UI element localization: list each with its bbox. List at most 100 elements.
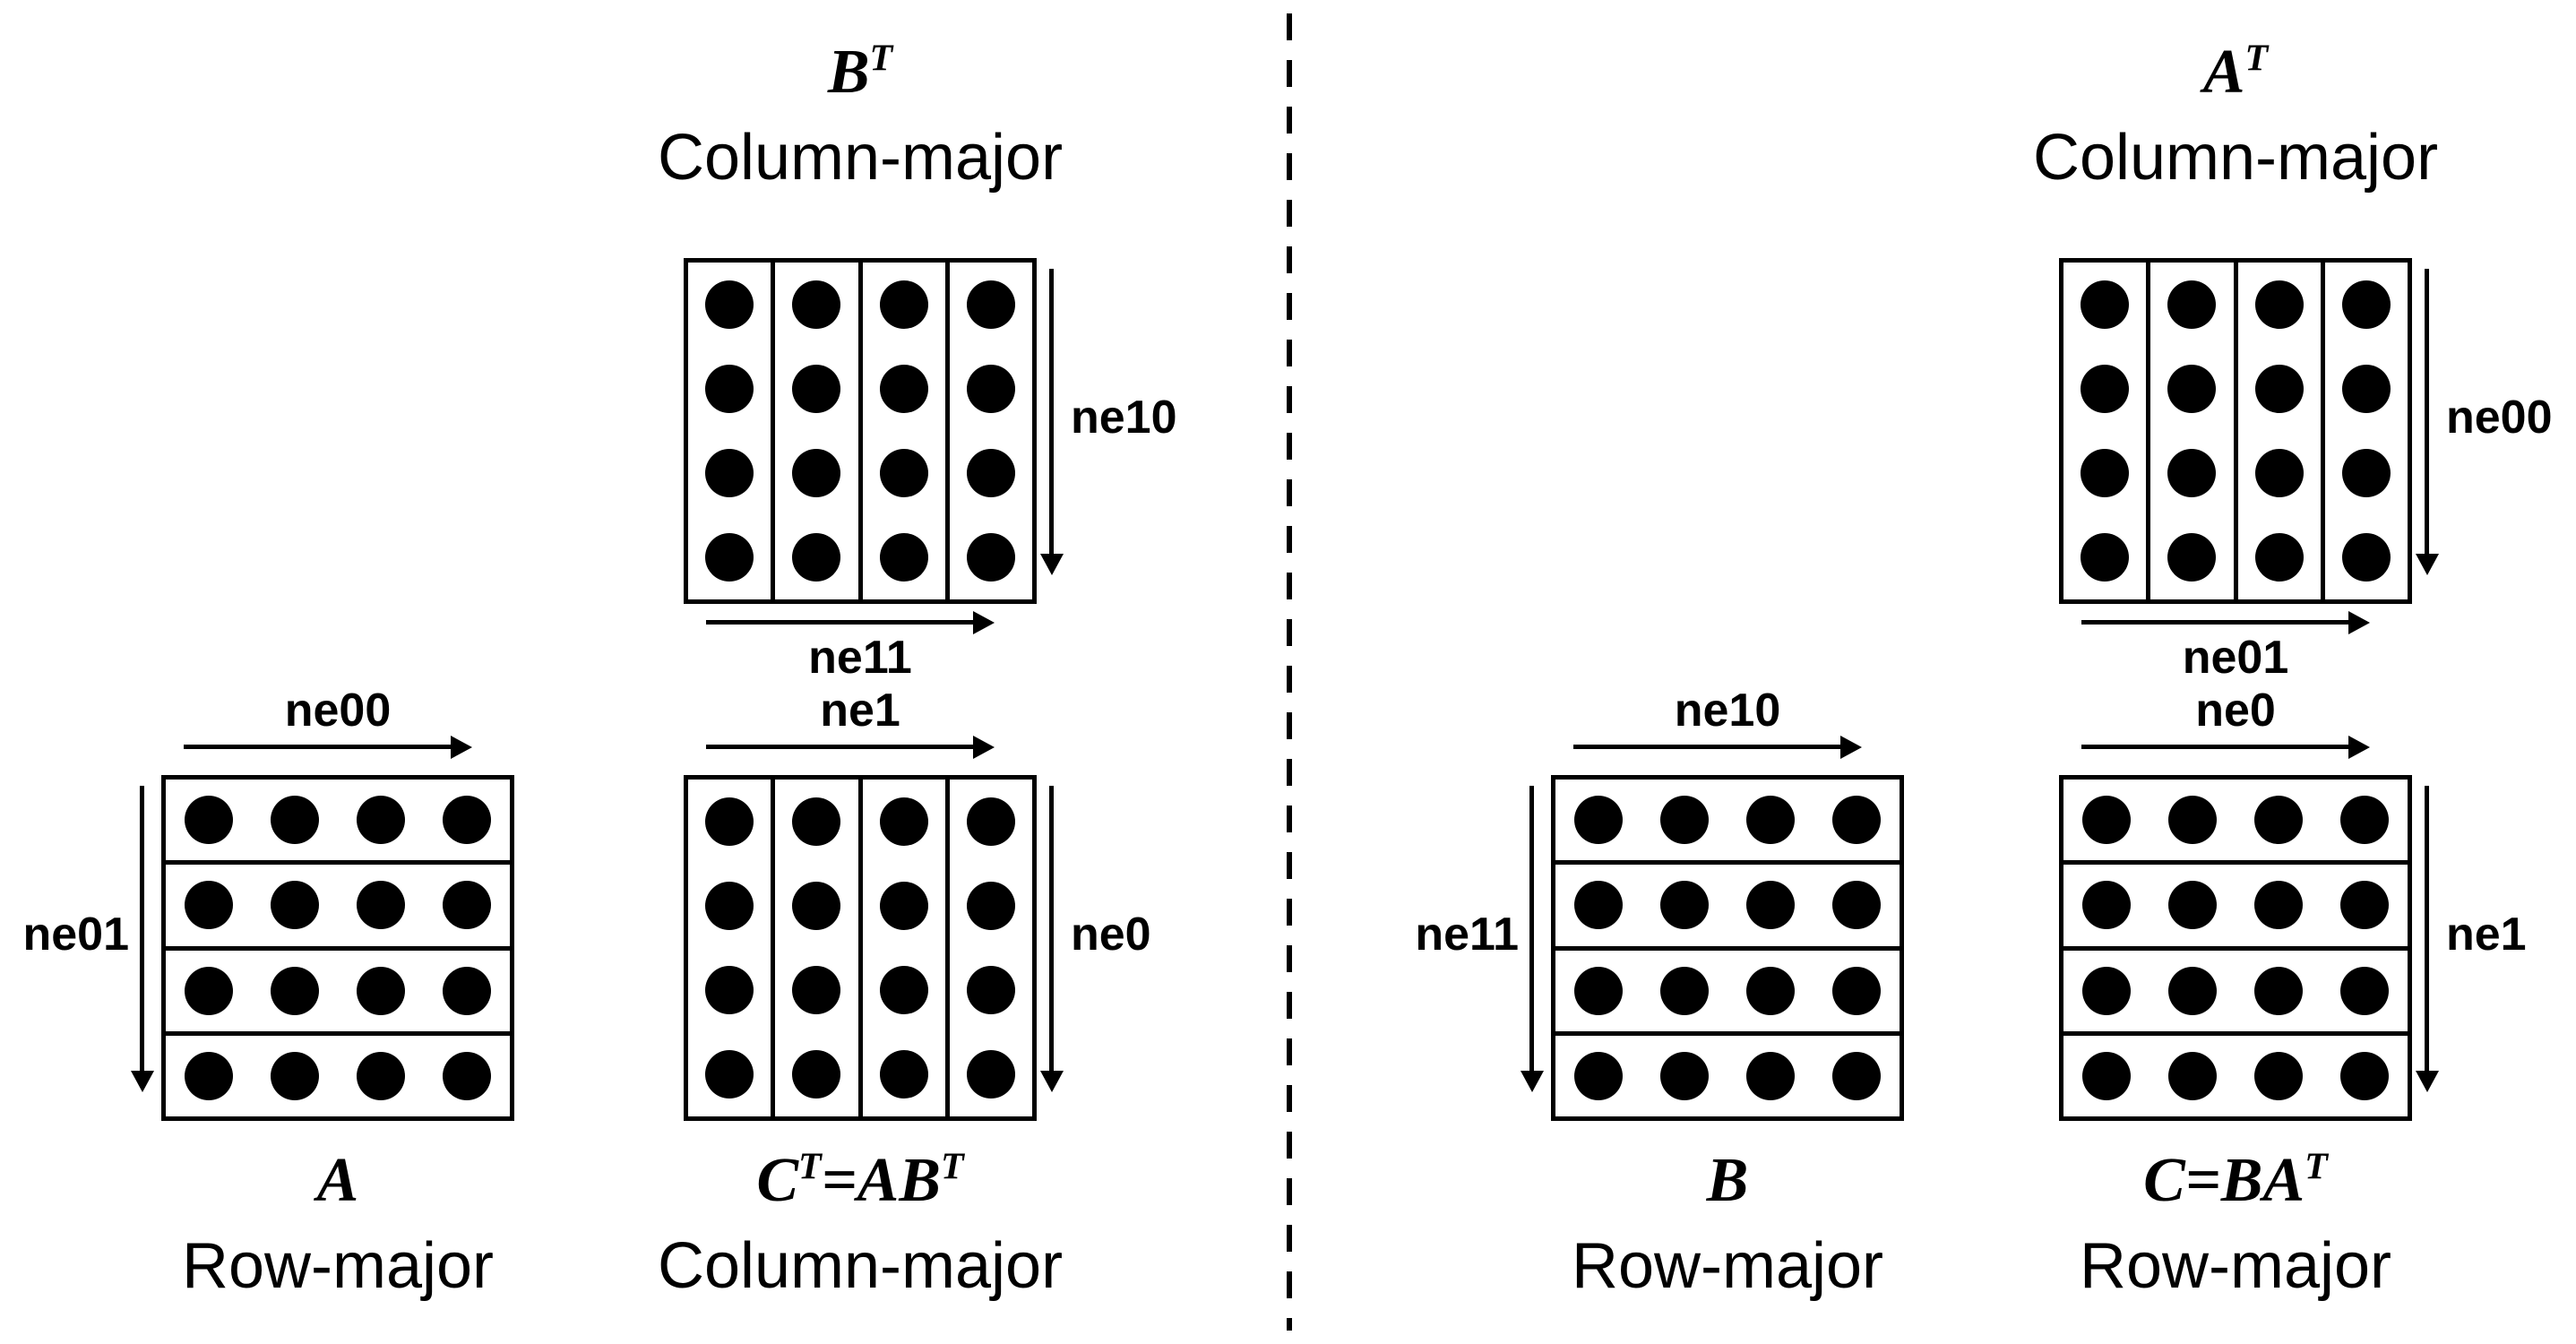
matrix-element-dot	[2167, 449, 2217, 497]
matrix-strip	[2063, 1030, 2408, 1116]
matrix-element-dot	[2082, 881, 2131, 930]
memory-layout-label: Column-major	[657, 1230, 1064, 1302]
memory-layout-label: Row-major	[1571, 1230, 1884, 1302]
matrix-element-dot	[1574, 1051, 1623, 1100]
matrix-element-dot	[185, 881, 233, 930]
matrix-b: ne10 ne11 B Row-major	[1415, 685, 1904, 1302]
matrix-element-dot	[1746, 1051, 1795, 1100]
matrix-strip	[166, 860, 510, 945]
matrix-strip	[1555, 780, 1900, 860]
matrix-b-transpose: BT Column-major ne10 ne11	[658, 38, 1177, 683]
matrix-strip	[857, 263, 945, 599]
matrix-element-dot	[2254, 280, 2304, 329]
matrix-name: B	[1706, 1146, 1749, 1215]
matrix-element-dot	[443, 1051, 491, 1100]
matrix-c-transpose: ne1 ne0 CT=ABT Column-major	[658, 685, 1151, 1302]
matrix-element-dot	[1832, 966, 1881, 1015]
panel-divider	[1287, 13, 1292, 1331]
matrix-element-dot	[966, 365, 1015, 413]
matrix-element-dot	[1660, 1051, 1709, 1100]
matrix-strip	[2063, 945, 2408, 1031]
matrix-element-dot	[792, 533, 841, 582]
matrix-element-dot	[792, 882, 841, 930]
matrix-element-dot	[2254, 1051, 2303, 1100]
matrix-element-dot	[1660, 796, 1709, 845]
down-arrow-icon	[2425, 786, 2429, 1073]
matrix-element-dot	[2168, 796, 2217, 845]
matrix-element-dot	[271, 796, 319, 845]
matrix-strip	[2320, 263, 2408, 599]
matrix-element-dot	[2341, 533, 2391, 582]
matrix-name: A	[316, 1146, 359, 1215]
matrix-element-dot	[271, 966, 319, 1015]
matrix-element-dot	[2168, 881, 2217, 930]
dimension-label-ne00: ne00	[284, 685, 392, 737]
matrix-heading: B Row-major	[1572, 1146, 1883, 1304]
matrix-name: AT	[2202, 38, 2269, 108]
matrix-heading: BT Column-major	[658, 38, 1063, 195]
matrix-element-dot	[1574, 966, 1623, 1015]
matrix-element-dot	[2254, 365, 2304, 413]
right-arrow-icon	[706, 745, 975, 749]
matrix-element-dot	[966, 280, 1015, 329]
matrix-grid	[684, 258, 1037, 604]
matrix-grid	[684, 775, 1037, 1121]
right-arrow-icon	[2081, 745, 2350, 749]
right-arrow-icon	[2081, 620, 2350, 625]
matrix-element-dot	[966, 533, 1015, 582]
matrix-element-dot	[966, 1050, 1015, 1098]
matrix-element-dot	[1832, 796, 1881, 845]
matrix-strip	[688, 780, 771, 1116]
matrix-element-dot	[879, 533, 928, 582]
matrix-element-dot	[792, 966, 841, 1014]
matrix-element-dot	[443, 796, 491, 845]
matrix-element-dot	[1746, 796, 1795, 845]
matrix-element-dot	[966, 449, 1015, 497]
dimension-label-ne00: ne00	[2446, 392, 2553, 444]
down-arrow-icon	[1049, 786, 1054, 1073]
down-arrow-icon	[140, 786, 144, 1073]
memory-layout-label: Row-major	[2079, 1230, 2392, 1302]
matrix-element-dot	[2341, 280, 2391, 329]
matrix-heading: A Row-major	[182, 1146, 494, 1304]
matrix-element-dot	[879, 449, 928, 497]
matrix-element-dot	[2082, 966, 2131, 1015]
down-arrow-icon	[1529, 786, 1534, 1073]
dimension-label-ne0: ne0	[1071, 909, 1151, 961]
matrix-element-dot	[1574, 796, 1623, 845]
matrix-strip	[166, 945, 510, 1031]
matrix-strip	[166, 780, 510, 860]
matrix-element-dot	[2168, 966, 2217, 1015]
matrix-element-dot	[2254, 796, 2303, 845]
dimension-label-ne0: ne0	[2195, 685, 2276, 737]
down-arrow-icon	[2425, 269, 2429, 556]
matrix-element-dot	[2340, 966, 2389, 1015]
matrix-element-dot	[705, 966, 754, 1014]
matrix-element-dot	[705, 882, 754, 930]
matrix-grid	[2059, 775, 2412, 1121]
matrix-strip	[2063, 780, 2408, 860]
matrix-strip	[857, 780, 945, 1116]
matrix-element-dot	[2340, 881, 2389, 930]
matrix-element-dot	[879, 280, 928, 329]
dimension-label-ne11: ne11	[1415, 909, 1519, 961]
matrix-element-dot	[1746, 966, 1795, 1015]
right-arrow-icon	[184, 745, 452, 749]
matrix-element-dot	[2340, 796, 2389, 845]
dimension-label-ne01: ne01	[22, 909, 129, 961]
matrix-name: BT	[827, 38, 893, 108]
matrix-element-dot	[879, 365, 928, 413]
matrix-strip	[1555, 1030, 1900, 1116]
matrix-element-dot	[2168, 1051, 2217, 1100]
matrix-element-dot	[271, 881, 319, 930]
matrix-element-dot	[357, 1051, 405, 1100]
matrix-strip	[1555, 860, 1900, 945]
matrix-a-transpose: AT Column-major ne00 ne01	[2033, 38, 2553, 683]
matrix-element-dot	[2082, 1051, 2131, 1100]
matrix-element-dot	[2167, 533, 2217, 582]
right-arrow-icon	[1573, 745, 1842, 749]
dimension-label-ne01: ne01	[2182, 632, 2289, 684]
matrix-element-dot	[1660, 881, 1709, 930]
right-arrow-icon	[706, 620, 975, 625]
